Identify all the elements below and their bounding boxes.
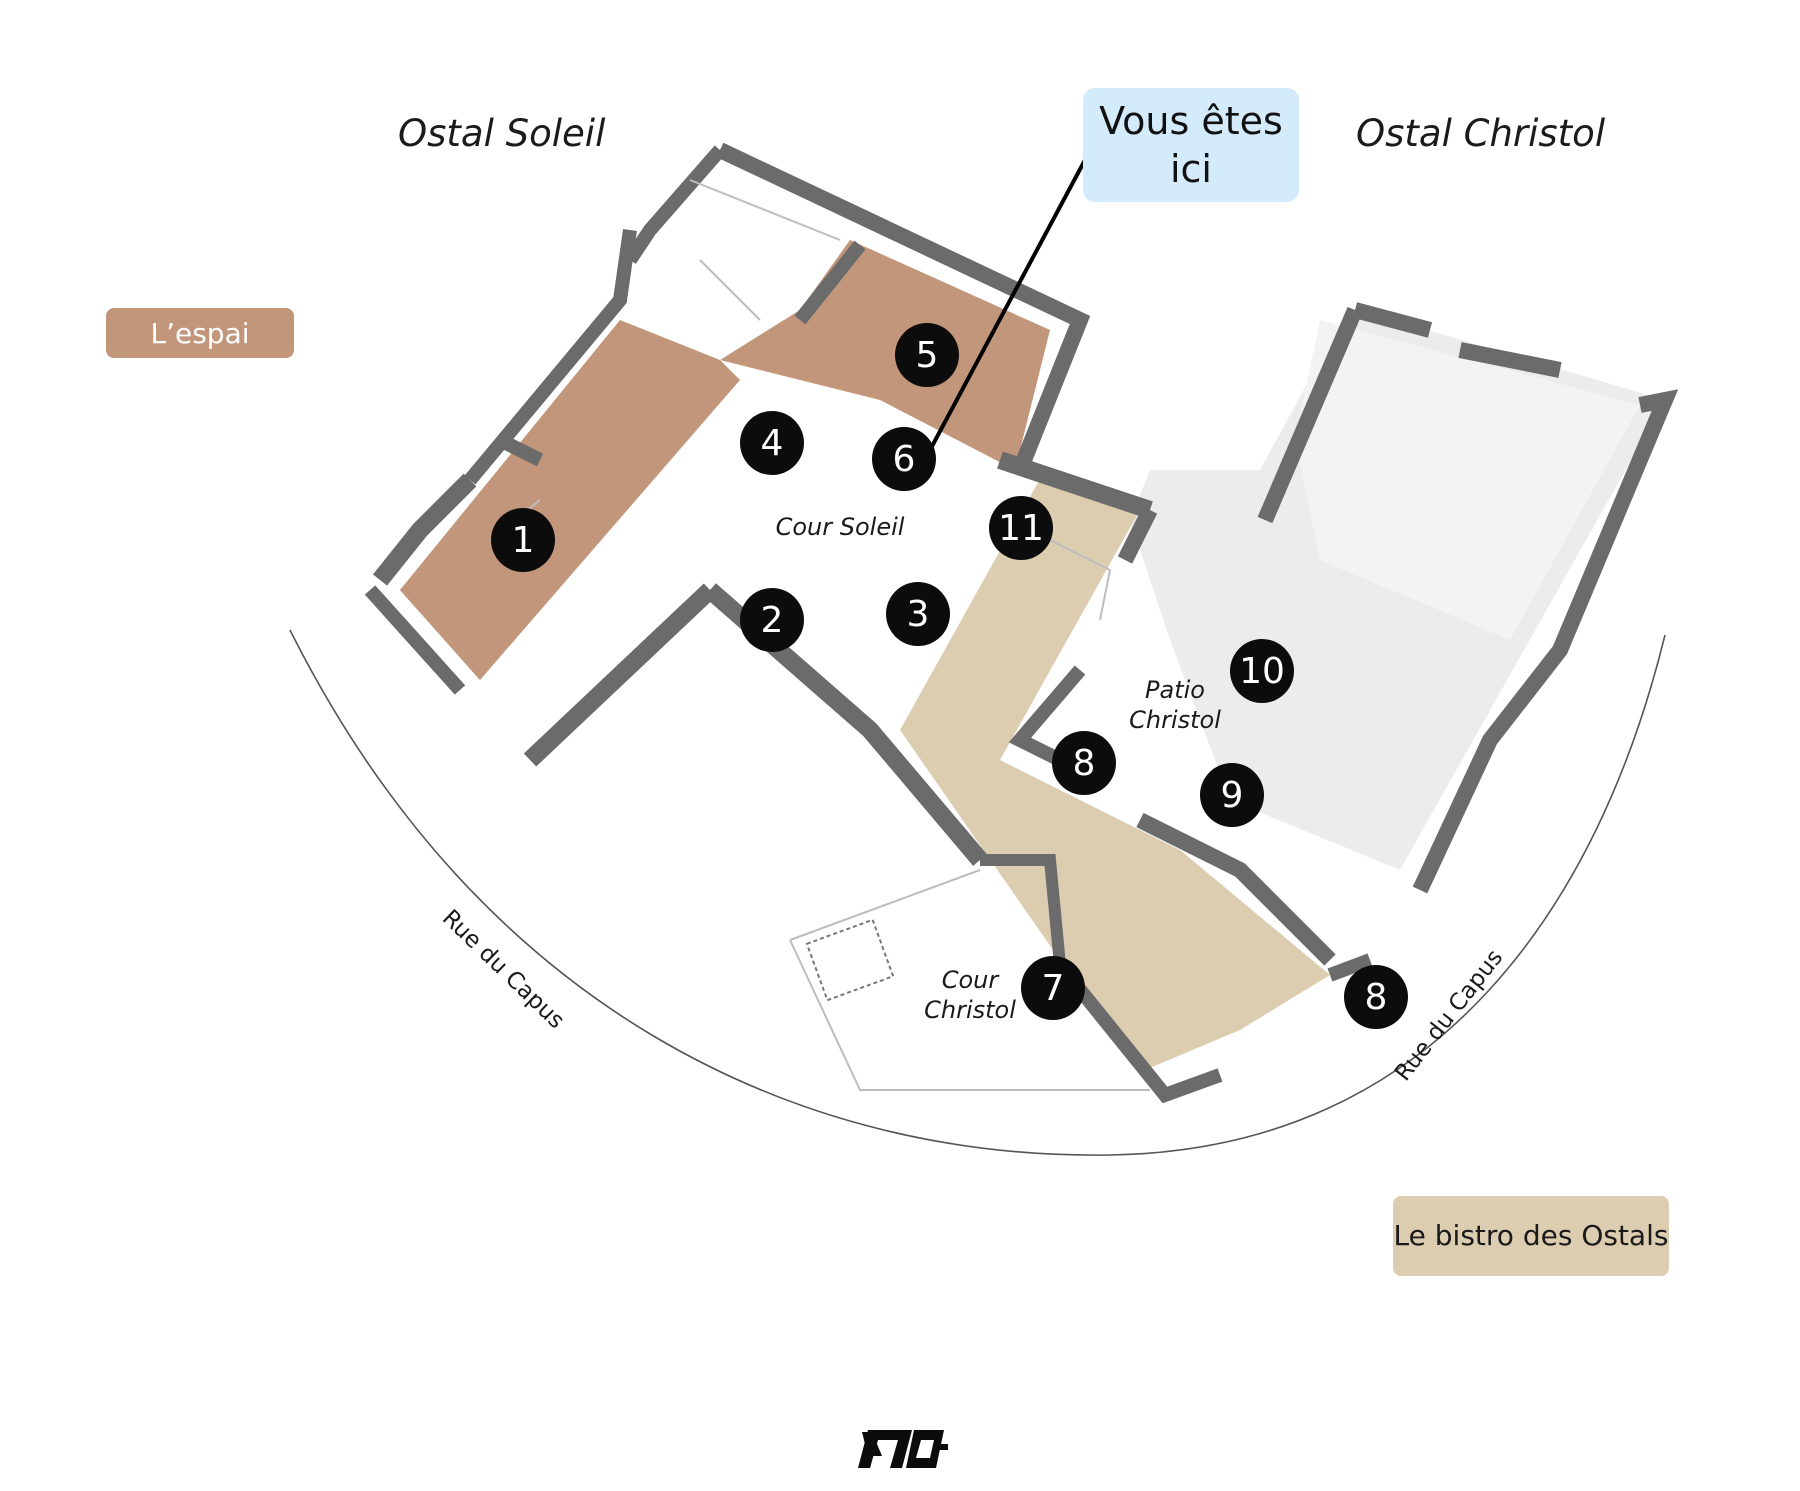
marker-3[interactable]: 3 (886, 582, 950, 646)
space-label-cour-soleil: Cour Soleil (775, 513, 905, 541)
marker-6[interactable]: 6 (872, 427, 936, 491)
logo-icon (858, 1430, 948, 1468)
marker-1[interactable]: 1 (491, 508, 555, 572)
space-label-cour-christol: Cour Christol (924, 966, 1016, 1024)
marker-7[interactable]: 7 (1021, 956, 1085, 1020)
building-title-ostal-soleil: Ostal Soleil (398, 112, 606, 155)
plan-details (489, 179, 1150, 1091)
marker-11[interactable]: 11 (989, 496, 1053, 560)
espai-room-upper (720, 240, 1050, 470)
marker-10[interactable]: 10 (1230, 639, 1294, 703)
marker-2[interactable]: 2 (740, 588, 804, 652)
christol-interior-room (1295, 320, 1640, 640)
building-title-ostal-christol: Ostal Christol (1356, 112, 1606, 155)
marker-9[interactable]: 9 (1200, 763, 1264, 827)
legend-bistro: Le bistro des Ostals (1393, 1196, 1669, 1276)
street-curve (289, 629, 1666, 1156)
marker-4[interactable]: 4 (740, 411, 804, 475)
bistro-room (900, 470, 1330, 1070)
marker-5[interactable]: 5 (895, 323, 959, 387)
space-label-patio-christol: Patio Christol (1129, 676, 1221, 734)
you-are-here-label: Vous êtes ici (1083, 88, 1299, 202)
marker-8-street[interactable]: 8 (1344, 965, 1408, 1029)
marker-8-patio[interactable]: 8 (1052, 731, 1116, 795)
legend-espai: L’espai (106, 308, 294, 358)
you-are-here-pointer (928, 159, 1087, 451)
